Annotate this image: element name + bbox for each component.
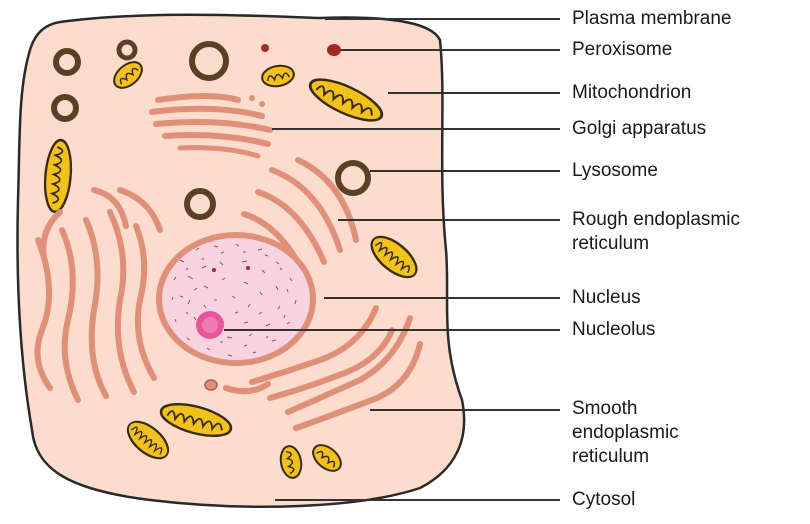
label-rough-er-line-1: Rough endoplasmic bbox=[572, 208, 740, 231]
label-peroxisome: Peroxisome bbox=[572, 38, 672, 61]
label-smooth-er-line-2: endoplasmic bbox=[572, 421, 679, 444]
label-golgi-apparatus: Golgi apparatus bbox=[572, 117, 706, 140]
label-plasma-membrane: Plasma membrane bbox=[572, 7, 731, 30]
label-cytosol: Cytosol bbox=[572, 488, 635, 511]
vesicle bbox=[205, 380, 217, 390]
label-lysosome: Lysosome bbox=[572, 159, 658, 182]
label-mitochondrion: Mitochondrion bbox=[572, 81, 691, 104]
nucleolus bbox=[196, 311, 224, 339]
label-rough-er-line-2: reticulum bbox=[572, 232, 649, 255]
nucleus bbox=[156, 232, 316, 366]
label-nucleus: Nucleus bbox=[572, 286, 641, 309]
label-nucleolus: Nucleolus bbox=[572, 318, 655, 341]
label-smooth-er-line-3: reticulum bbox=[572, 445, 649, 468]
label-smooth-er-line-1: Smooth bbox=[572, 397, 637, 420]
